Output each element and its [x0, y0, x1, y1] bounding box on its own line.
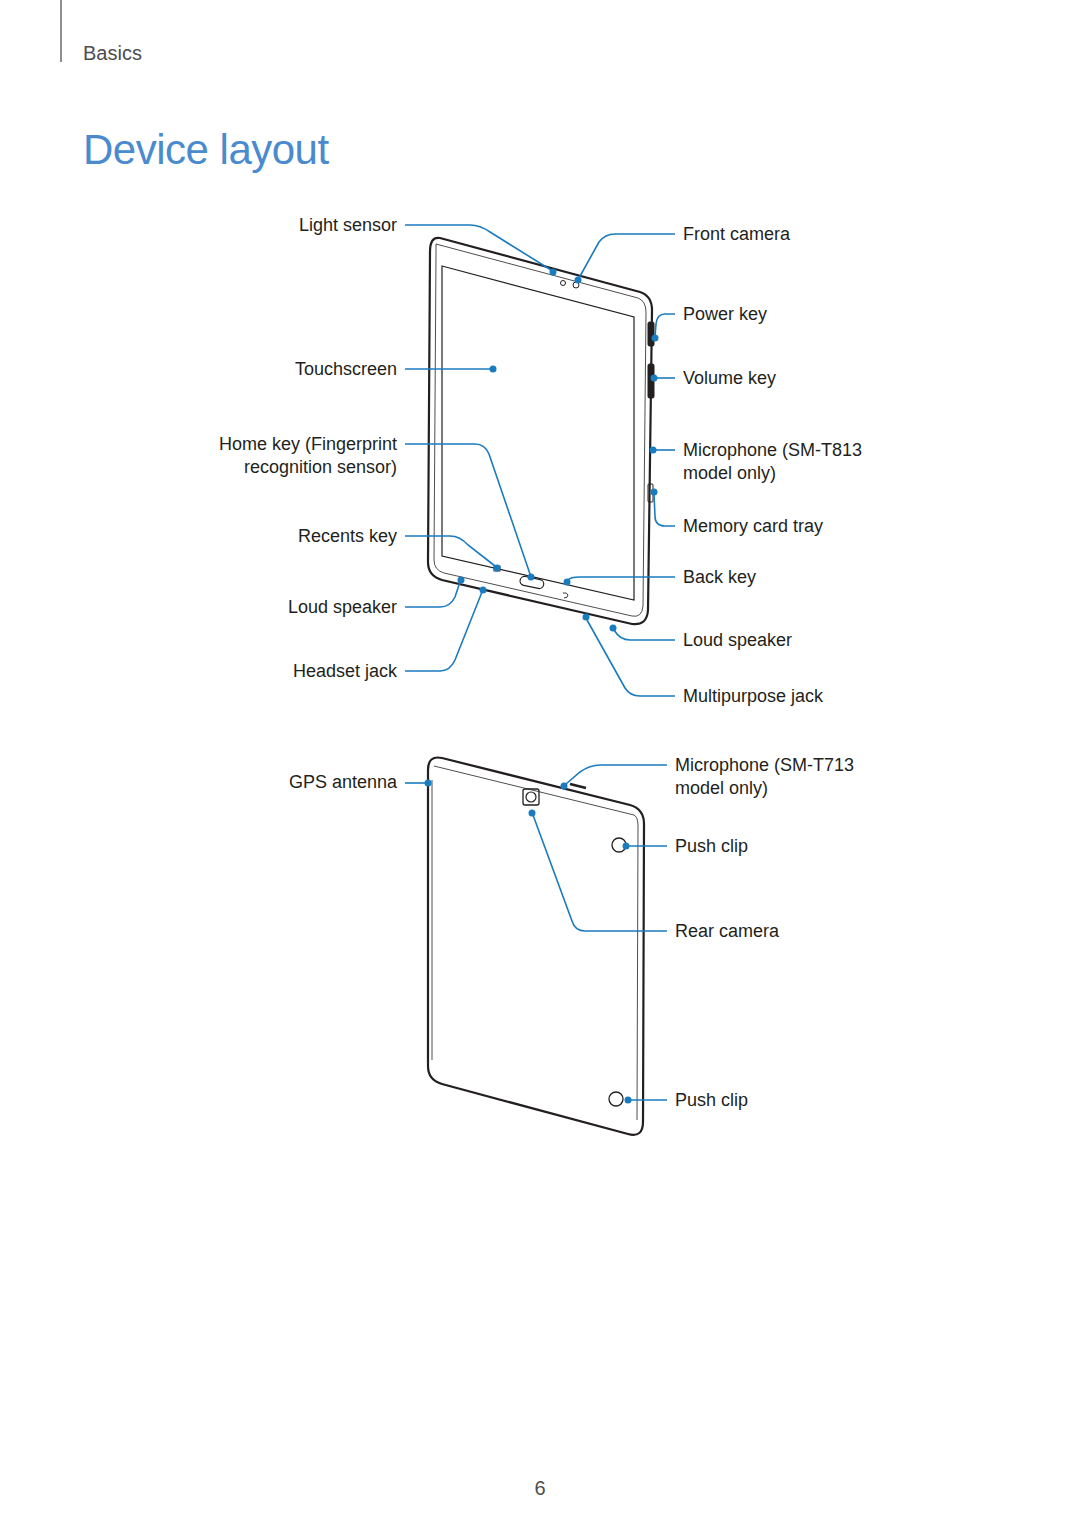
part-label: Microphone (SM-T813 model only) [683, 439, 879, 485]
part-label: Loud speaker [197, 596, 397, 619]
leader-lines [405, 225, 675, 1100]
tablet-back [428, 758, 644, 1135]
part-label: Touchscreen [197, 358, 397, 381]
part-label: Push clip [675, 835, 875, 858]
part-label: Rear camera [675, 920, 875, 943]
running-header: Basics [83, 42, 203, 65]
part-label: Light sensor [197, 214, 397, 237]
part-label: Loud speaker [683, 629, 883, 652]
tablet-front [428, 238, 654, 624]
part-label: Headset jack [197, 660, 397, 683]
part-label: Volume key [683, 367, 883, 390]
page-number: 6 [490, 1477, 590, 1500]
part-label: Push clip [675, 1089, 875, 1112]
part-label: Recents key [197, 525, 397, 548]
part-label: GPS antenna [197, 771, 397, 794]
part-label: Home key (Fingerprint recognition sensor… [201, 433, 397, 479]
part-label: Back key [683, 566, 883, 589]
part-label: Power key [683, 303, 883, 326]
part-label: Memory card tray [683, 515, 883, 538]
part-label: Multipurpose jack [683, 685, 883, 708]
page-title: Device layout [83, 126, 329, 174]
part-label: Front camera [683, 223, 883, 246]
part-label: Microphone (SM-T713 model only) [675, 754, 871, 800]
leader-dots [425, 269, 659, 1104]
header-rule [61, 0, 62, 62]
